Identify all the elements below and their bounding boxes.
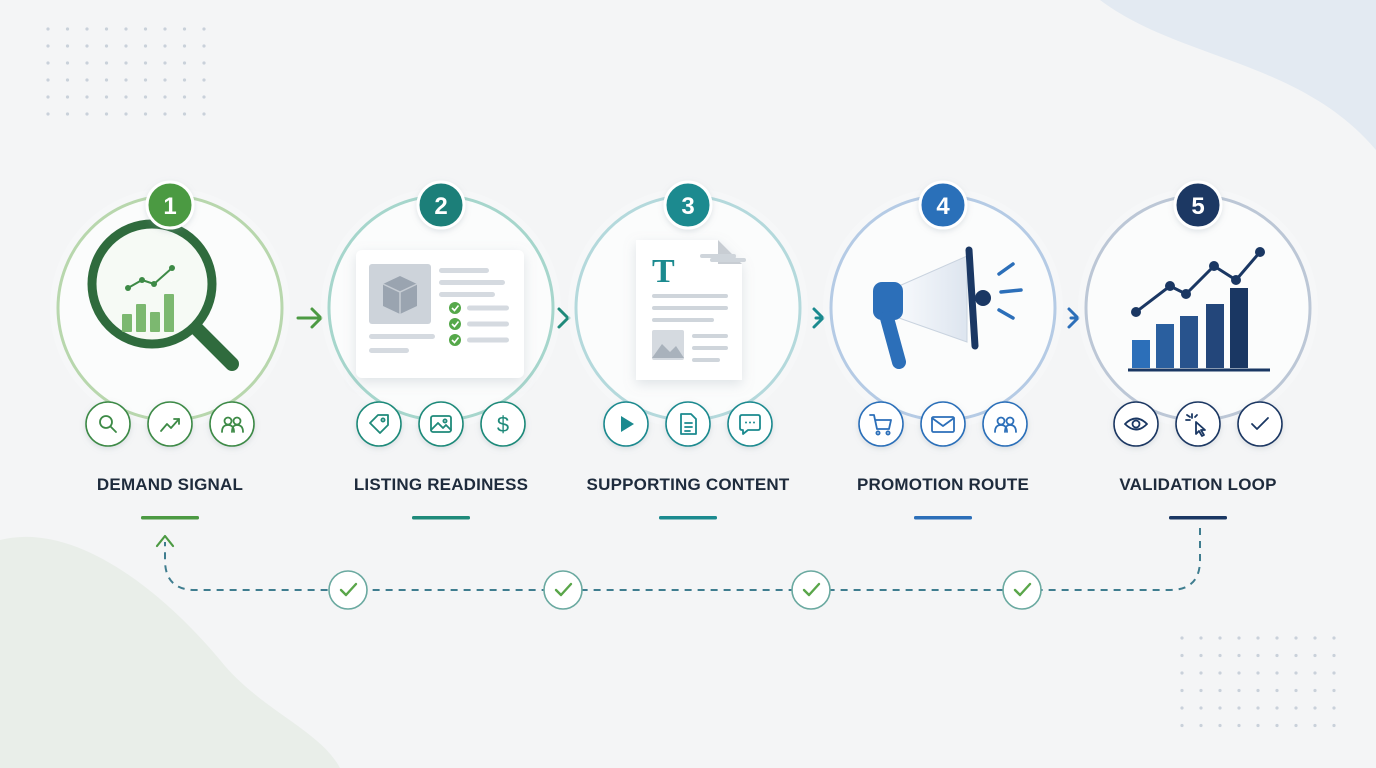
step-label: PROMOTION ROUTE: [857, 475, 1029, 494]
dot-grid-top-left: [46, 27, 206, 116]
step-label: VALIDATION LOOP: [1119, 475, 1276, 494]
step-label: LISTING READINESS: [354, 475, 528, 494]
mail-icon[interactable]: [920, 401, 966, 447]
step-underline: [141, 516, 199, 520]
users-icon[interactable]: [982, 401, 1028, 447]
feedback-loop-path: [164, 528, 1201, 591]
step-label: SUPPORTING CONTENT: [587, 475, 790, 494]
step-number-badge: 2: [416, 180, 466, 230]
step-ring-outline: [1084, 194, 1312, 422]
step-number-badge: 3: [663, 180, 713, 230]
check-icon[interactable]: [1237, 401, 1283, 447]
feedback-checkpoints: [328, 570, 1042, 610]
users-icon[interactable]: [209, 401, 255, 447]
cursor-click-icon[interactable]: [1175, 401, 1221, 447]
tag-icon[interactable]: [356, 401, 402, 447]
step-connector-arrow: [812, 307, 825, 329]
feedback-arrow-head: [155, 534, 175, 548]
magnifier-chart-icon: [87, 219, 239, 371]
step-underline: [659, 516, 717, 520]
step-underline: [412, 516, 470, 520]
dot-grid-bottom-right: [1180, 636, 1336, 728]
svg-text:$: $: [497, 412, 509, 437]
play-icon[interactable]: [603, 401, 649, 447]
document-page-icon: T: [636, 240, 746, 380]
image-icon[interactable]: [418, 401, 464, 447]
checkpoint-check-icon: [543, 570, 583, 610]
megaphone-icon: [873, 246, 1023, 369]
step-connector-arrow: [296, 307, 323, 329]
bar-line-chart-icon: [1128, 247, 1270, 372]
step-number-badge: 4: [918, 180, 968, 230]
feedback-loop: [155, 528, 1201, 610]
step-number: 2: [434, 193, 447, 220]
checkpoint-check-icon: [1002, 570, 1042, 610]
step-number: 1: [163, 193, 176, 220]
step-underline: [1169, 516, 1227, 520]
step-number-badge: 5: [1173, 180, 1223, 230]
eye-icon[interactable]: [1113, 401, 1159, 447]
step-label: DEMAND SIGNAL: [97, 475, 243, 494]
step-number: 4: [936, 193, 950, 220]
document-icon[interactable]: [665, 401, 711, 447]
trend-up-icon[interactable]: [147, 401, 193, 447]
step-connector-arrow: [1067, 307, 1080, 329]
step-number: 3: [681, 193, 694, 220]
step-underline: [914, 516, 972, 520]
search-icon[interactable]: [85, 401, 131, 447]
product-listing-icon: [356, 250, 524, 378]
chat-icon[interactable]: [727, 401, 773, 447]
step-number-badge: 1: [145, 180, 195, 230]
step-2: 2 $ LISTING READINESS: [321, 180, 561, 520]
step-number: 5: [1191, 193, 1204, 220]
checkpoint-check-icon: [791, 570, 831, 610]
svg-text:T: T: [652, 253, 675, 290]
cart-icon[interactable]: [858, 401, 904, 447]
checkpoint-check-icon: [328, 570, 368, 610]
dollar-icon[interactable]: $: [480, 401, 526, 447]
